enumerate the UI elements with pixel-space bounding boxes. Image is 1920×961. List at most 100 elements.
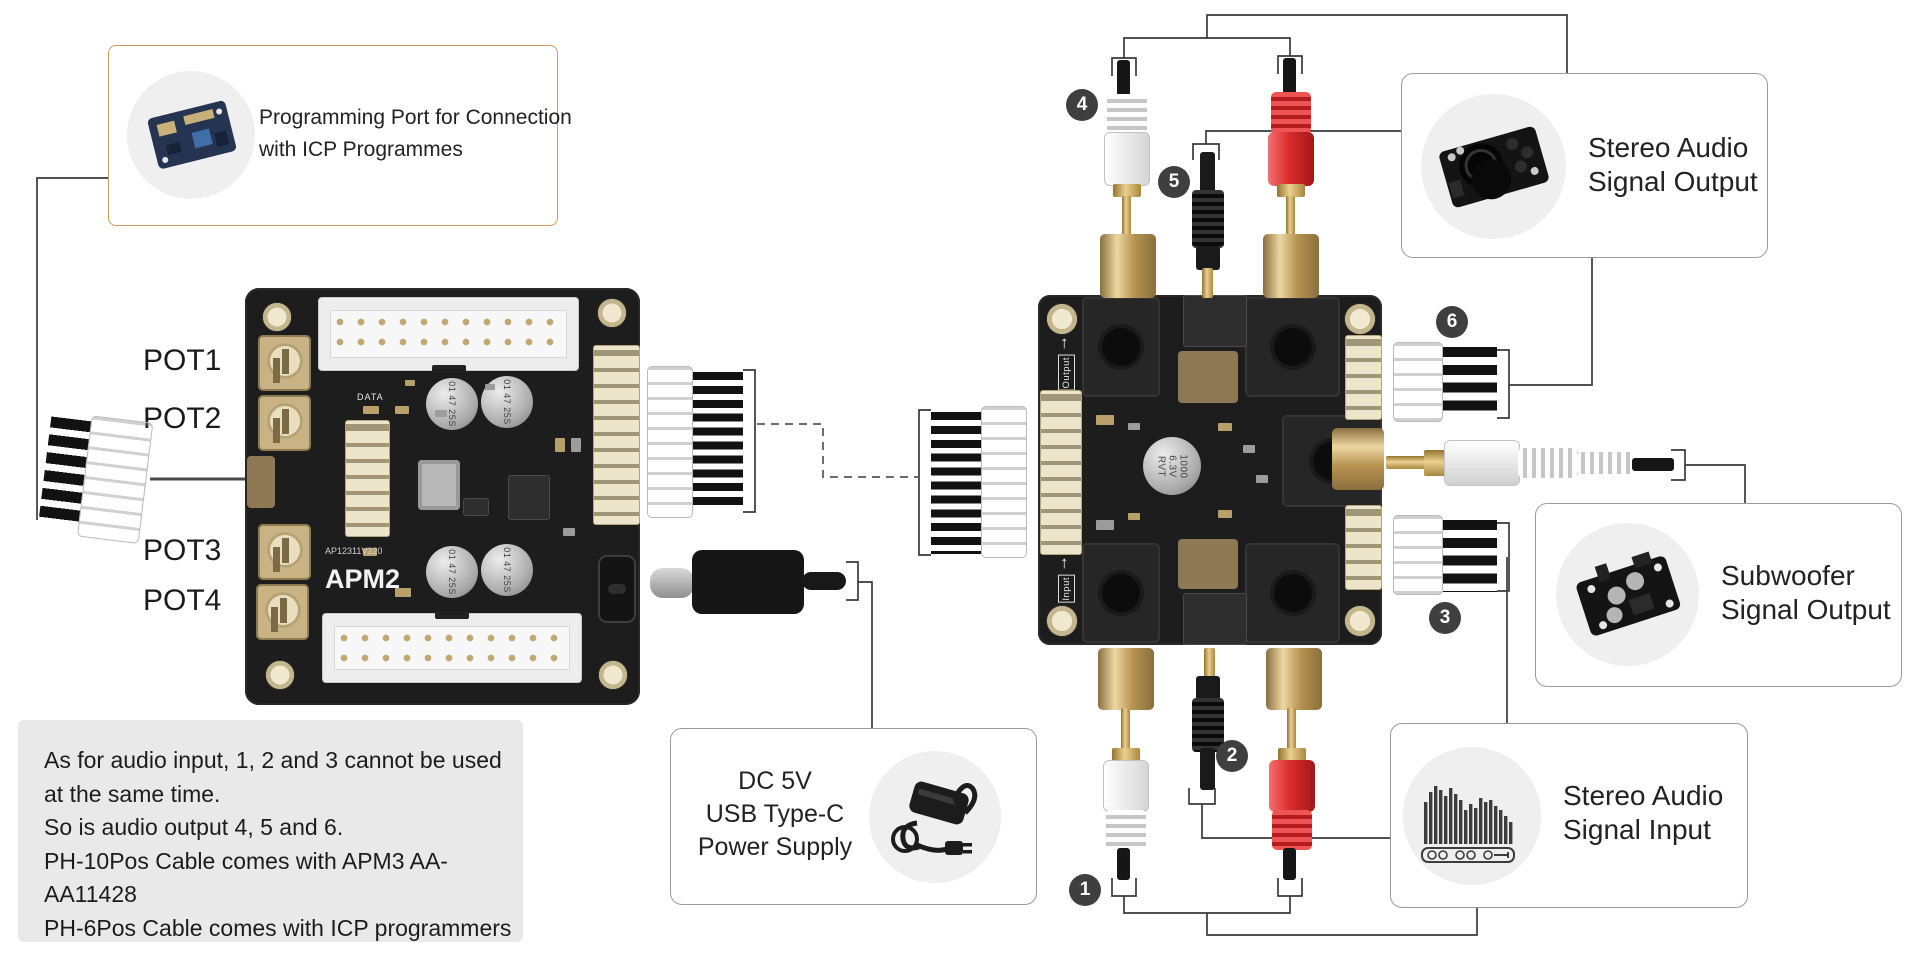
smd-component	[571, 438, 581, 452]
subwoofer-board-icon	[1576, 551, 1680, 636]
smd-component	[435, 410, 447, 417]
amp-board-icon	[1438, 126, 1549, 207]
jack2-tip	[1204, 648, 1215, 678]
subwoofer-line2: Signal Output	[1721, 594, 1891, 625]
pot3-trimmer	[258, 524, 311, 580]
idc-pins	[334, 626, 570, 670]
pot3-label: POT3	[143, 534, 222, 567]
bracket-jack2	[1188, 788, 1216, 805]
selector-block	[1178, 539, 1238, 589]
smd-component	[363, 548, 377, 556]
rca-red-top-cable-tip	[1283, 58, 1296, 94]
bracket-usbc-cable	[846, 561, 859, 601]
ph4-plug6-body	[1393, 342, 1443, 422]
capacitor-label: 01 47 25S	[446, 381, 457, 427]
screw-hole	[1046, 605, 1078, 637]
wire-jack5-to-output-box	[1205, 130, 1401, 144]
rca-red-bottom-pin	[1287, 708, 1296, 750]
stereo-output-line1: Stereo Audio	[1588, 132, 1749, 163]
wire-subwoofer-cable-to-box	[1685, 464, 1746, 503]
subwoofer-text: Subwoofer Signal Output	[1721, 559, 1891, 627]
smd-component	[485, 384, 495, 390]
programming-board-image	[127, 71, 255, 199]
screw-hole	[1046, 303, 1078, 335]
programming-callout-text: Programming Port for Connection with ICP…	[259, 102, 572, 166]
smd-component	[563, 528, 575, 536]
ph10-wires-left	[693, 372, 743, 510]
selector-block	[1178, 351, 1238, 403]
badge-5: 5	[1158, 166, 1190, 198]
stereo-input-callout: Stereo Audio Signal Input	[1390, 723, 1748, 908]
badge-6: 6	[1436, 306, 1468, 338]
power-adapter-icon	[891, 781, 978, 855]
jack2-body	[1192, 698, 1224, 752]
screw-hole	[265, 660, 295, 690]
screw-hole	[262, 302, 292, 332]
ph4-plug3-body	[1393, 515, 1443, 595]
usbc-cable	[802, 572, 846, 590]
wire-programming-to-ph6	[36, 177, 108, 520]
smd-component	[555, 438, 565, 452]
ph4-header-bottom	[1345, 505, 1382, 590]
badge-1: 1	[1069, 874, 1101, 906]
power-line2: USB Type-C	[705, 800, 845, 828]
stereo-input-line1: Stereo Audio	[1563, 780, 1724, 811]
screw-hole	[598, 660, 628, 690]
rca-housing	[1082, 543, 1160, 643]
screw-hole	[597, 298, 627, 328]
bracket-plug3	[1497, 522, 1510, 592]
subwoofer-line1: Subwoofer	[1721, 560, 1855, 591]
bracket-plug6	[1497, 349, 1510, 419]
power-callout: DC 5V USB Type-C Power Supply	[670, 728, 1037, 905]
rca1-collar	[1112, 748, 1140, 761]
data-silkscreen: DATA	[357, 392, 384, 402]
smd-component	[1096, 520, 1114, 530]
output-silkscreen: Output	[1058, 355, 1075, 391]
smd-component	[1243, 445, 1255, 453]
note-line2: at the same time.	[44, 780, 221, 807]
badge-3: 3	[1429, 602, 1461, 634]
power-adapter-image	[869, 751, 1001, 883]
stereo-input-image	[1403, 747, 1541, 885]
main-capacitor: 1000 6.3V RVT	[1143, 437, 1201, 495]
rca4-collar	[1113, 184, 1141, 197]
j11-connector	[345, 420, 390, 537]
subwoofer-cable-tip	[1632, 458, 1674, 471]
screw-hole	[1344, 605, 1376, 637]
idc-pins	[330, 310, 567, 358]
smd-component	[405, 380, 415, 386]
ph6-plug-body	[76, 415, 154, 544]
usbc-plug-body	[692, 550, 804, 614]
ph4-header-top	[1345, 335, 1382, 420]
rca-red-top-collar	[1277, 184, 1305, 197]
pot4-trimmer	[256, 584, 309, 640]
badge-2: 2	[1216, 740, 1248, 772]
smd-component	[1128, 423, 1140, 430]
output-arrow-icon: ↑	[1060, 333, 1069, 352]
wire-rca4-red-join	[1123, 37, 1291, 58]
rca-red-bottom-collar	[1278, 748, 1306, 761]
smd-component	[1218, 423, 1232, 431]
bracket-rca4	[1111, 57, 1137, 76]
stereo-output-line2: Signal Output	[1588, 166, 1758, 197]
rca-socket-barrel	[1100, 234, 1156, 298]
note-line1: As for audio input, 1, 2 and 3 cannot be…	[44, 747, 502, 773]
rca-socket-barrel	[1098, 648, 1154, 710]
capacitor-label: 01 47 25S	[501, 547, 512, 593]
board-name-silkscreen: APM2	[325, 564, 401, 594]
pot1-trimmer	[258, 335, 311, 391]
bracket-rca-red-top	[1277, 55, 1303, 74]
wire-board-link-dashed	[757, 423, 918, 478]
rca-red-bottom-cable-tip	[1283, 848, 1296, 880]
smd-component	[363, 406, 379, 414]
bracket-subwoofer-cable	[1671, 449, 1686, 481]
ph10-wires-right	[931, 412, 981, 554]
note-line3: So is audio output 4, 5 and 6.	[44, 814, 344, 840]
main-capacitor-label: 1000 6.3V RVT	[1155, 453, 1189, 479]
programming-line2: with ICP Programmes	[259, 138, 463, 161]
usbc-plug-tip	[650, 568, 694, 598]
idc-notch	[431, 365, 466, 373]
power-line1: DC 5V	[738, 767, 812, 795]
version-silkscreen: AP12311V220	[325, 546, 383, 556]
aux-jack-housing	[1183, 593, 1247, 645]
